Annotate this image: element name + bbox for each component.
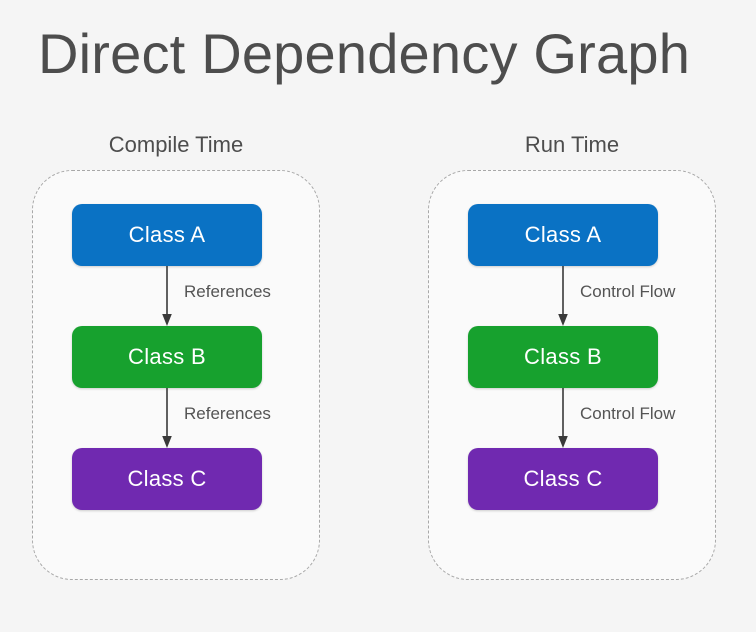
edge-label-b-to-c-compile-time: References	[184, 404, 271, 423]
panel-run-time: Run Time Class A Control Flow Class B Co…	[428, 132, 716, 580]
node-class-c-compile-time[interactable]: Class C	[72, 448, 262, 510]
node-class-b-compile-time[interactable]: Class B	[72, 326, 262, 388]
panel-title-compile-time: Compile Time	[108, 132, 244, 157]
node-label: Class C	[127, 466, 207, 491]
node-label: Class A	[524, 222, 602, 247]
node-class-a-run-time[interactable]: Class A	[468, 204, 658, 266]
panel-title-run-time: Run Time	[524, 132, 620, 157]
panel-compile-time: Compile Time Class A References Class B …	[32, 132, 320, 580]
node-label: Class C	[523, 466, 603, 491]
edge-label-a-to-b-compile-time: References	[184, 282, 271, 301]
node-class-b-run-time[interactable]: Class B	[468, 326, 658, 388]
node-label: Class B	[524, 344, 602, 369]
edge-b-to-c-compile-time	[158, 388, 176, 450]
edge-a-to-b-run-time	[554, 266, 572, 328]
node-class-a-compile-time[interactable]: Class A	[72, 204, 262, 266]
node-label: Class B	[128, 344, 206, 369]
page-title: Direct Dependency Graph	[38, 22, 691, 85]
edge-b-to-c-run-time	[554, 388, 572, 450]
node-label: Class A	[128, 222, 206, 247]
edge-a-to-b-compile-time	[158, 266, 176, 328]
edge-label-b-to-c-run-time: Control Flow	[580, 404, 676, 423]
node-class-c-run-time[interactable]: Class C	[468, 448, 658, 510]
edge-label-a-to-b-run-time: Control Flow	[580, 282, 676, 301]
